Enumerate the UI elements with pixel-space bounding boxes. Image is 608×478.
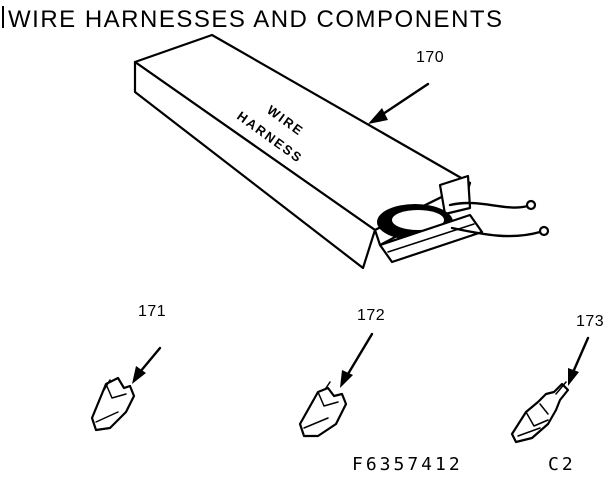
- harness-coil: [377, 199, 550, 264]
- callout-173-arrow: [568, 336, 590, 386]
- terminal-172: [298, 381, 348, 438]
- sheet-code: C2: [548, 454, 576, 475]
- callout-171: 171: [138, 303, 166, 320]
- wire-harness-box: WIRE HARNESS: [133, 33, 550, 270]
- figure-code: F6357412: [352, 454, 463, 475]
- terminal-173: [510, 381, 570, 444]
- callout-173: 173: [576, 313, 604, 330]
- callout-172-arrow: [340, 332, 374, 388]
- callout-171-arrow: [132, 346, 162, 384]
- callout-170: 170: [416, 49, 444, 66]
- callout-172: 172: [357, 307, 385, 324]
- diagram-title: WIRE HARNESSES AND COMPONENTS: [8, 6, 504, 33]
- callout-170-arrow: [368, 82, 430, 124]
- terminal-171: [90, 376, 136, 432]
